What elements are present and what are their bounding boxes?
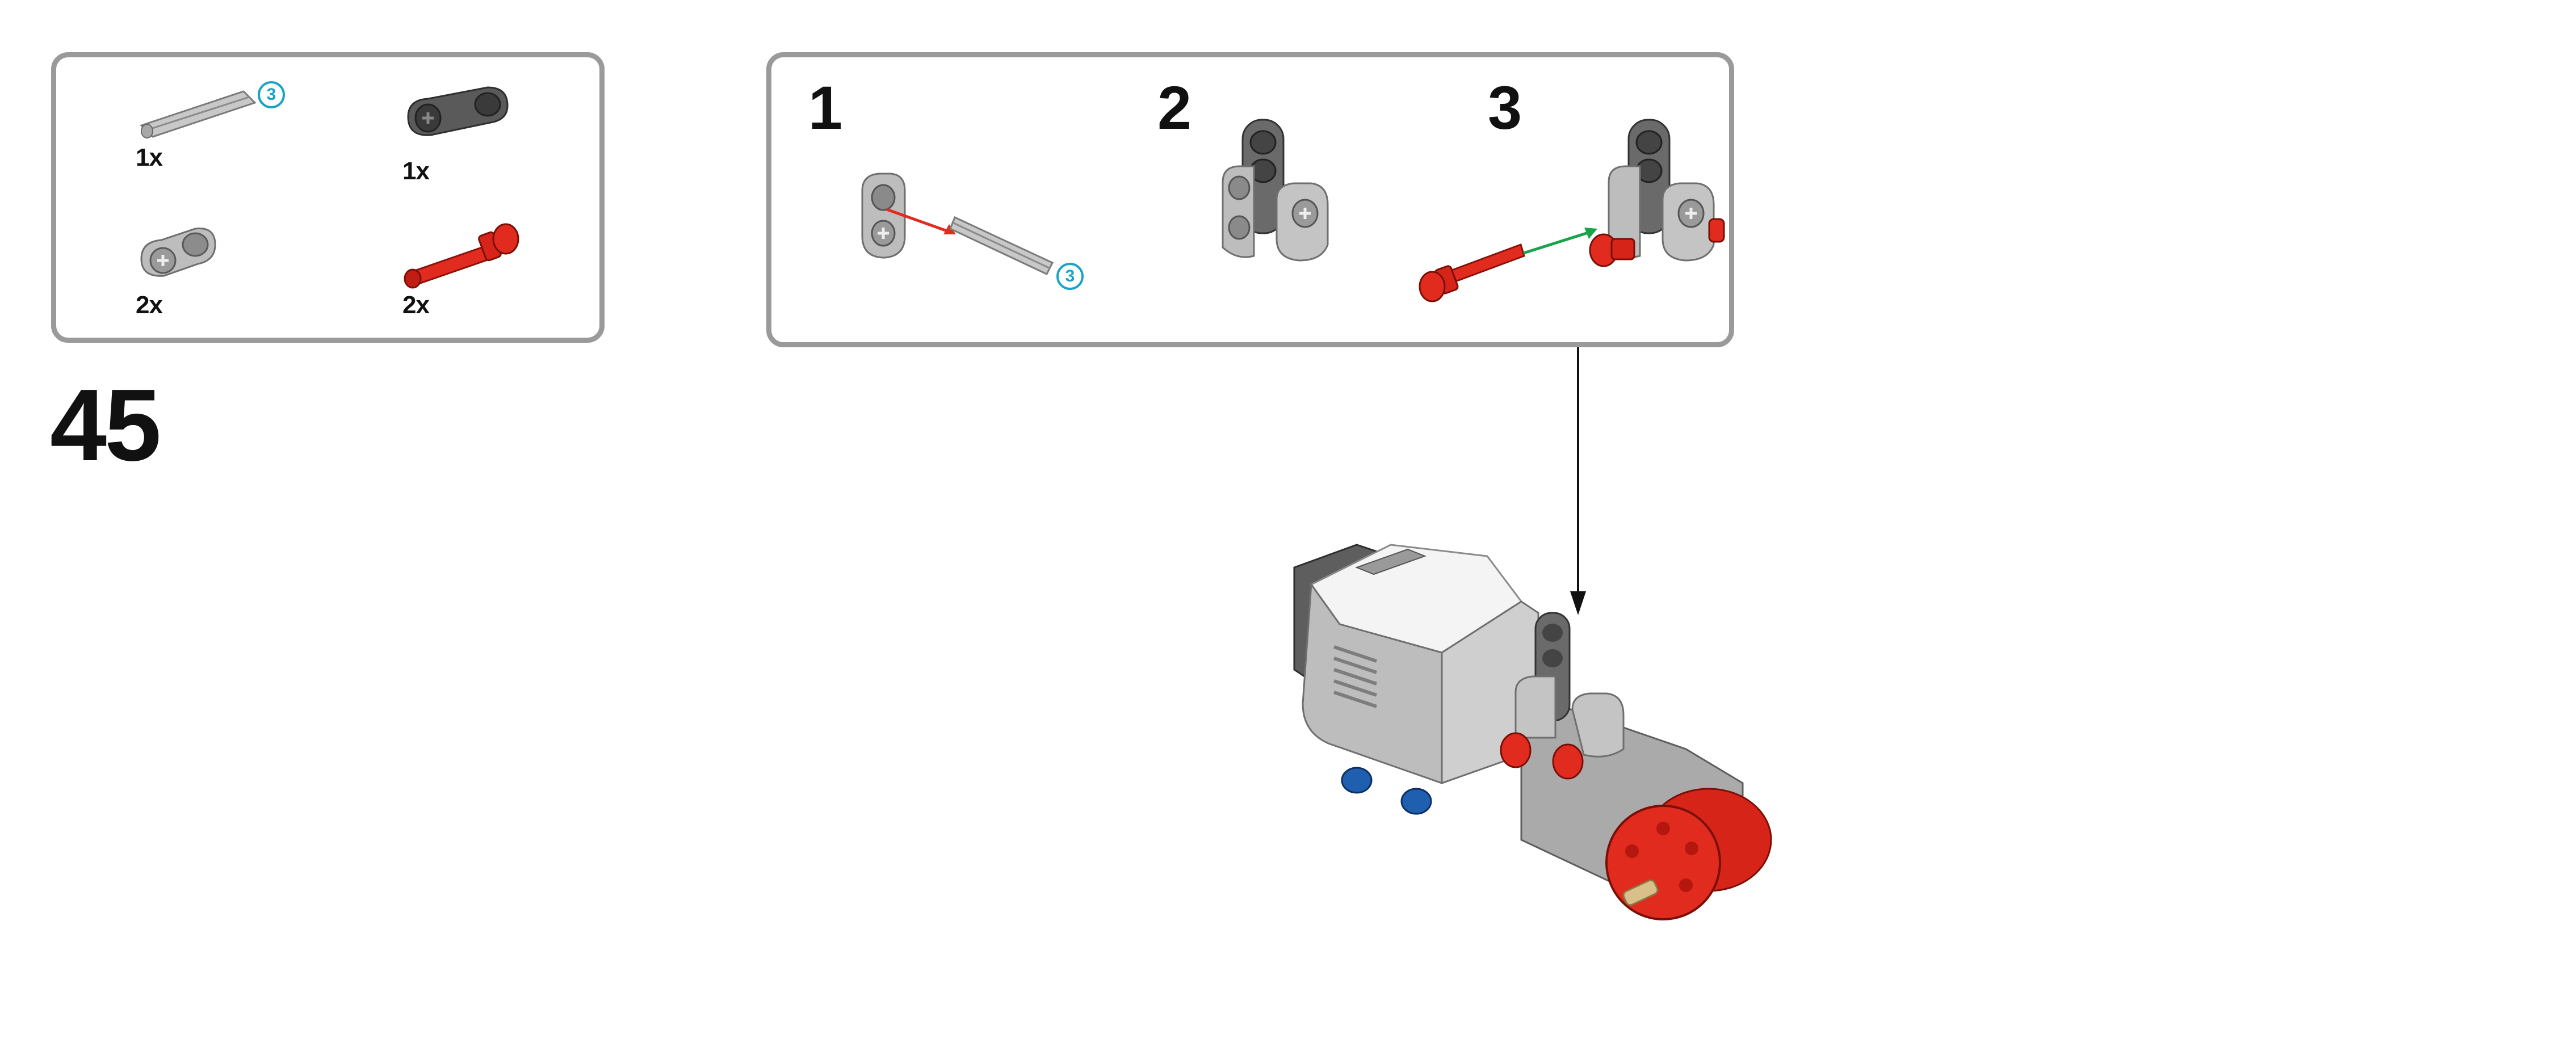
substep-3-number: 3 (1488, 73, 1522, 142)
substep-1-connector-icon (861, 173, 906, 259)
red-pin-quantity: 2x (402, 291, 430, 319)
dark-connector-quantity: 1x (402, 157, 430, 185)
substep-3-arrow-icon (1523, 228, 1597, 255)
step-number: 45 (50, 368, 161, 482)
substep-1-arrow-icon (886, 208, 956, 234)
placement-arrow-icon (1570, 347, 1586, 615)
red-pin-part-icon (404, 223, 519, 289)
substep-panel: 1 2 3 3 (766, 52, 1734, 347)
light-connector-quantity: 2x (136, 291, 163, 319)
substep-3-pin-icon (1419, 243, 1525, 302)
axle-part-icon (140, 90, 257, 138)
substep-2-assembly-icon (1222, 119, 1329, 262)
substep-1-length-badge: 3 (1056, 263, 1084, 290)
axle-quantity: 1x (136, 144, 163, 171)
light-connector-part-icon (140, 228, 216, 277)
parts-list-panel: 3 1x 1x 2x 2x (51, 52, 605, 343)
substep-2-number: 2 (1157, 73, 1192, 142)
dark-connector-part-icon (407, 86, 509, 136)
axle-length-badge: 3 (258, 81, 285, 108)
substep-1-number: 1 (808, 73, 843, 142)
model-assembly-icon (1293, 544, 1772, 920)
substep-1-axle-icon (949, 216, 1054, 275)
substep-3-assembly-icon (1589, 119, 1725, 267)
